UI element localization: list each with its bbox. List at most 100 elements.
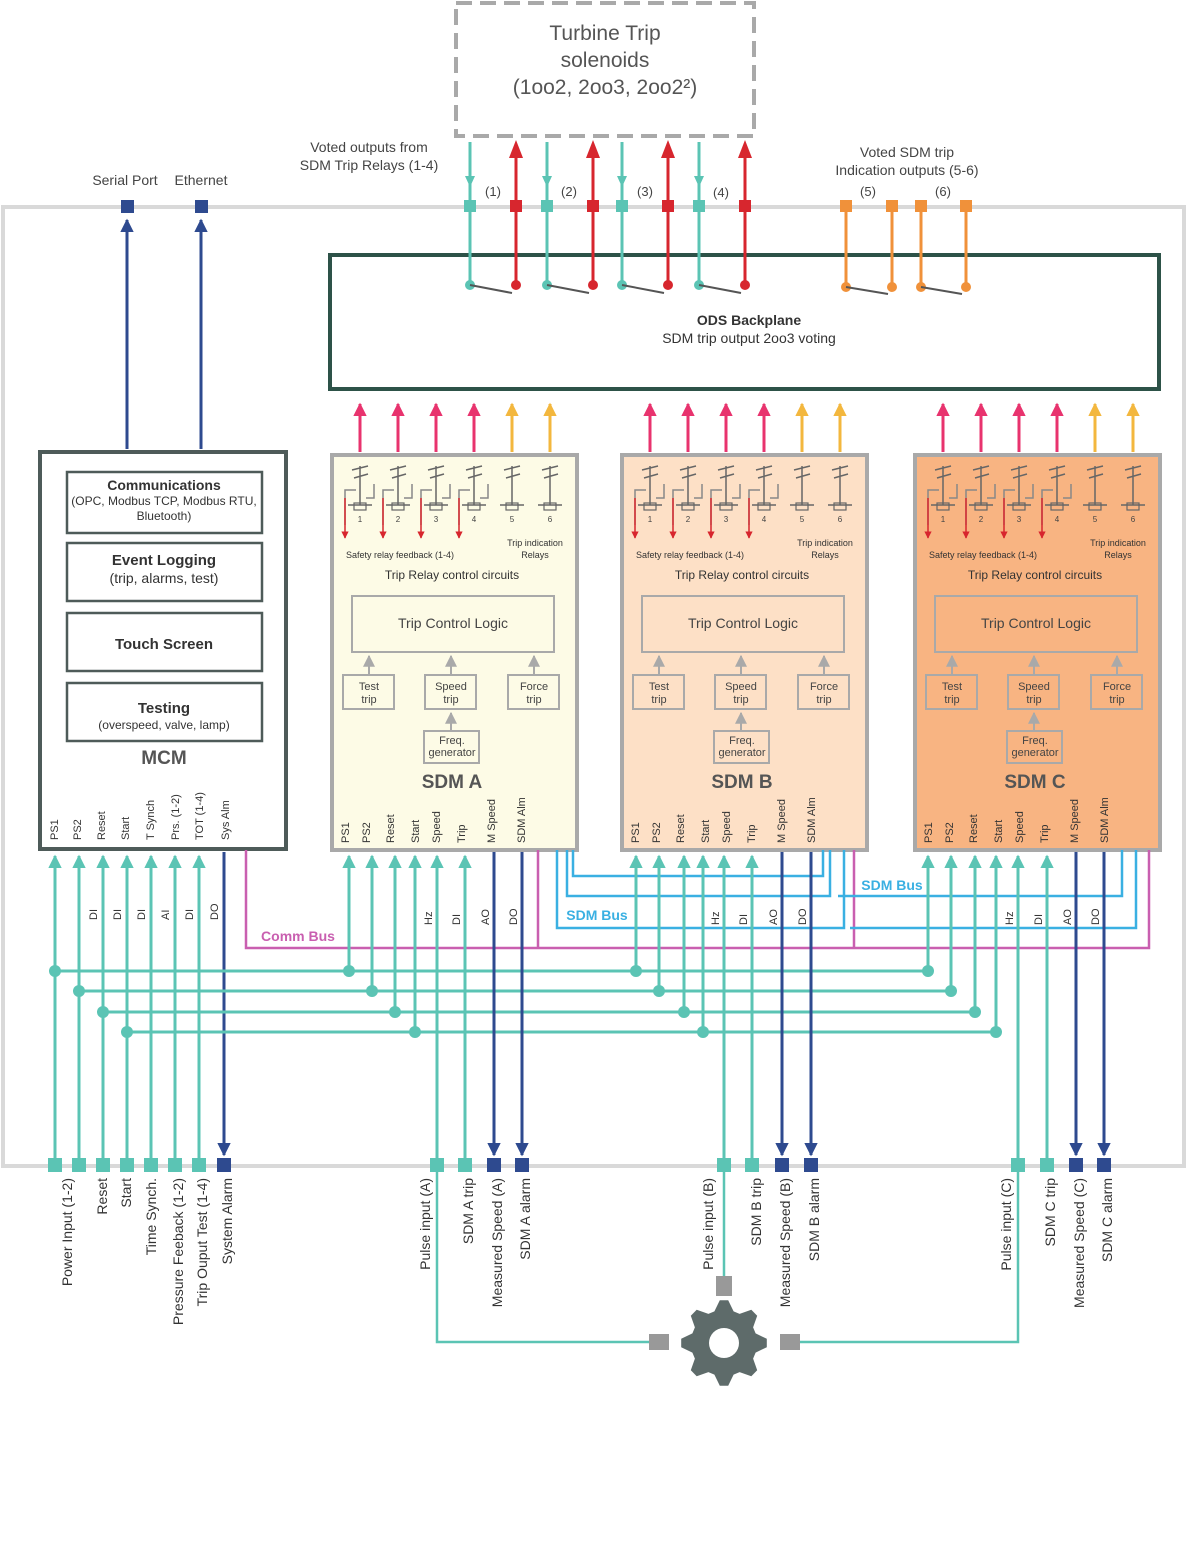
voted-relay-outputs — [464, 140, 972, 295]
mcm-signal-type-label: DO — [209, 903, 221, 920]
io-connector — [1040, 1158, 1054, 1172]
io-connector — [72, 1158, 86, 1172]
bottom-io-label: Trip Ouput Test (1-4) — [194, 1178, 210, 1306]
mcm-pin-label: TOT (1-4) — [194, 792, 206, 840]
mcm-event-logging-title: Event Logging — [112, 552, 216, 569]
sdm-pin-label: Start — [700, 820, 712, 843]
signal-type-label: Hz — [423, 912, 435, 925]
test-trip-label: Test — [649, 681, 669, 693]
speed-trip-label: trip — [443, 694, 458, 706]
comm-bus-label: Comm Bus — [261, 928, 335, 944]
test-trip-box — [632, 674, 685, 710]
io-connector — [775, 1158, 789, 1172]
freq-generator-label: generator — [718, 747, 765, 759]
relay-number-2: (2) — [561, 184, 577, 199]
mcm-communications-box — [65, 470, 264, 535]
bottom-io-label: Time Synch. — [143, 1178, 159, 1255]
io-connector — [745, 1158, 759, 1172]
speed-trip-label: trip — [1026, 694, 1041, 706]
relay-label: 4 — [762, 515, 767, 524]
relay-number-5: (5) — [860, 184, 876, 199]
sdm-pin-label: PS2 — [651, 822, 663, 843]
sdm-pin-label: Reset — [968, 814, 980, 843]
trip-control-logic-label: Trip Control Logic — [398, 615, 508, 631]
trip-indication-relays-label: Relays — [521, 550, 549, 560]
bottom-io-label: Pressure Feeback (1-2) — [170, 1178, 186, 1325]
sdm-pin-label: SDM Alm — [1099, 797, 1111, 843]
gear-icon — [649, 1276, 800, 1386]
mcm-event-logging-box — [65, 541, 264, 603]
io-connector — [192, 1158, 206, 1172]
trip-indication-relays-label: Relays — [1104, 550, 1132, 560]
relay-symbol — [714, 465, 738, 506]
bottom-io-label: Pulse input (C) — [998, 1178, 1014, 1271]
relay-label: 6 — [548, 515, 553, 524]
relay-number-1: (1) — [485, 184, 501, 199]
bottom-io-label: SDM C alarm — [1099, 1178, 1115, 1262]
freq-generator-label: Freq. — [729, 735, 755, 747]
sdm-pin-label: PS1 — [340, 822, 352, 843]
backplane-title: ODS Backplane — [697, 312, 801, 328]
trip-indication-label: Trip indication — [797, 538, 853, 548]
relay-symbol — [638, 465, 662, 506]
bottom-io-label: Power Input (1-2) — [59, 1178, 75, 1286]
relay-symbol — [790, 465, 814, 506]
bottom-io-label: SDM A alarm — [517, 1178, 533, 1260]
io-connector — [515, 1158, 529, 1172]
signal-type-label: DO — [508, 908, 520, 925]
serial-port-connector — [121, 200, 134, 213]
force-trip-label: Force — [520, 681, 548, 693]
freq-generator-label: generator — [1011, 747, 1058, 759]
signal-type-label: AO — [1062, 909, 1074, 925]
mcm-pin-label: Start — [120, 817, 132, 840]
relay-symbol — [676, 465, 700, 506]
speed-trip-label: Speed — [1018, 681, 1050, 693]
voted-outputs-line1: Voted outputs from — [310, 139, 428, 155]
relay-label: 6 — [838, 515, 843, 524]
relay-symbol — [931, 465, 955, 506]
test-trip-label: trip — [651, 694, 666, 706]
io-connector — [120, 1158, 134, 1172]
bottom-io-label: Measured Speed (A) — [489, 1178, 505, 1307]
io-connector — [168, 1158, 182, 1172]
sdm-pin-label: Trip — [456, 824, 468, 843]
force-trip-box — [507, 674, 560, 710]
io-connector — [96, 1158, 110, 1172]
relay-symbol — [969, 465, 993, 506]
mcm-communications-subtitle2: Bluetooth) — [137, 509, 192, 523]
speed-trip-box — [714, 674, 767, 710]
junction-dot — [97, 1006, 109, 1018]
io-connector — [1011, 1158, 1025, 1172]
sdm-pin-label: M Speed — [776, 799, 788, 843]
voted-sdm-line2: Indication outputs (5-6) — [835, 162, 978, 178]
mcm-pin-label: PS1 — [49, 819, 61, 840]
relay-label: 2 — [979, 515, 984, 524]
sdm-pin-label: M Speed — [1069, 799, 1081, 843]
safety-relay-feedback-label: Safety relay feedback (1-4) — [929, 550, 1037, 560]
bottom-io-label: SDM B alarm — [806, 1178, 822, 1261]
speed-trip-box — [1007, 674, 1060, 710]
relay-label: 1 — [648, 515, 653, 524]
io-connector — [217, 1158, 231, 1172]
signal-type-label: Hz — [710, 912, 722, 925]
signal-type-label: DI — [1033, 914, 1045, 925]
relay-symbol — [386, 465, 410, 506]
test-trip-label: Test — [359, 681, 379, 693]
relay-label: 3 — [1017, 515, 1022, 524]
sdm-pin-label: Speed — [721, 811, 733, 843]
mcm-testing-box — [65, 681, 264, 743]
ethernet-connector — [195, 200, 208, 213]
force-trip-label: trip — [1109, 694, 1124, 706]
force-trip-label: trip — [816, 694, 831, 706]
trip-indication-relays-label: Relays — [811, 550, 839, 560]
signal-type-label: Hz — [1004, 912, 1016, 925]
comm-bus-line — [244, 850, 1151, 950]
relay-symbol — [1045, 465, 1069, 506]
bottom-io-label: SDM A trip — [460, 1178, 476, 1244]
turbine-title-line1: Turbine Trip — [549, 22, 660, 45]
sdm-pin-label: Speed — [431, 811, 443, 843]
relay-label: 1 — [358, 515, 363, 524]
